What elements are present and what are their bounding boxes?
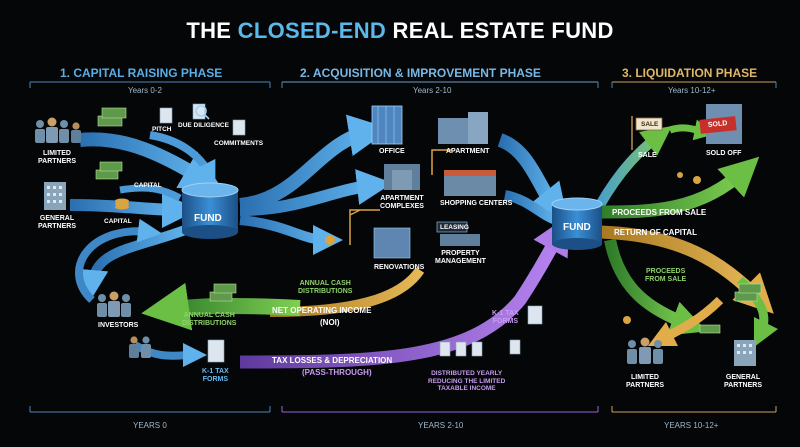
flow-apartment-to-fund2 — [497, 133, 570, 227]
flow-fund-to-investors — [78, 225, 187, 300]
flow-fund-to-office — [239, 114, 391, 212]
office-building-icon — [371, 105, 403, 145]
proceeds-band-label: PROCEEDS FROM SALE — [612, 208, 707, 217]
phase-1-years-bottom: YEARS 0 — [133, 421, 167, 430]
annual-cash-label-left: ANNUAL CASH DISTRIBUTIONS — [182, 312, 237, 327]
noi-abbrev-label: (NOI) — [320, 318, 340, 327]
due-diligence-label: DUE DILIGENCE — [178, 122, 229, 129]
flow-fund2-to-sale — [595, 125, 672, 208]
title-highlight: CLOSED-END — [237, 18, 387, 43]
renovations-label: RENOVATIONS — [374, 264, 425, 271]
phase-1-years-top: Years 0-2 — [128, 86, 162, 95]
title-suffix: REAL ESTATE FUND — [386, 18, 614, 43]
phase-3-years-top: Years 10-12+ — [668, 86, 716, 95]
flow-proceeds-to-lp — [604, 238, 707, 336]
property-management-icon — [436, 221, 480, 246]
document-icon — [159, 103, 543, 363]
magnifier-icon — [195, 105, 210, 120]
tax-losses-label: TAX LOSSES & DEPRECIATION — [272, 356, 393, 365]
flow-to-lp — [647, 296, 724, 347]
sold-off-label: SOLD OFF — [706, 150, 742, 157]
noi-label: NET OPERATING INCOME — [272, 306, 372, 315]
fund-label-right: FUND — [563, 222, 591, 233]
flow-noi-green — [141, 282, 301, 331]
money-stack-icon — [95, 107, 762, 334]
coin-stack-icon — [115, 198, 129, 210]
renovation-building-icon — [373, 227, 411, 259]
leasing-sign-text: LEASING — [440, 224, 469, 231]
flow-proceeds-band — [599, 156, 760, 219]
investors-icon — [97, 291, 151, 358]
handshake-keys-icon — [677, 172, 701, 184]
limited-partners-bottom-label: LIMITED PARTNERS — [626, 374, 664, 389]
limited-partners-label: LIMITED PARTNERS — [38, 150, 76, 165]
title-prefix: THE — [186, 18, 238, 43]
apartment-complexes-label: APARTMENT COMPLEXES — [380, 195, 424, 210]
phase-2-label: 2. ACQUISITION & IMPROVEMENT PHASE — [300, 66, 541, 80]
phase-dividers — [29, 81, 777, 413]
capital-label-1: CAPITAL — [134, 182, 162, 189]
pitch-label: PITCH — [152, 126, 172, 133]
property-management-label: PROPERTY MANAGEMENT — [435, 250, 486, 265]
proceeds-from-sale-label: PROCEEDS FROM SALE — [645, 268, 687, 283]
general-partners-bottom-label: GENERAL PARTNERS — [724, 374, 762, 389]
flow-sale-to-soldoff — [668, 119, 716, 141]
k1-forms-label-right: K-1 TAX FORMS — [492, 310, 519, 325]
annual-cash-label-center: ANNUAL CASH DISTRIBUTIONS — [298, 280, 353, 295]
flow-investors-loop — [75, 218, 162, 303]
limited-partners-bottom-icon — [627, 337, 663, 364]
fund-label-left: FUND — [194, 213, 222, 224]
sale-sign-text: SALE — [641, 121, 659, 128]
general-partners-bottom-icon — [734, 340, 756, 366]
gear-icon — [325, 235, 335, 245]
phase-3-label: 3. LIQUIDATION PHASE — [622, 66, 758, 80]
commitments-label: COMMITMENTS — [214, 140, 264, 147]
flow-tax-losses — [239, 214, 570, 369]
phase-1-label: 1. CAPITAL RAISING PHASE — [60, 66, 223, 80]
flow-fund-to-complexes — [239, 169, 393, 216]
return-of-capital-label: RETURN OF CAPITAL — [614, 228, 697, 237]
fund-cylinder-left — [181, 182, 239, 239]
sale-sign-icon — [631, 116, 663, 150]
phase-3-years-bottom: YEARS 10-12+ — [664, 421, 719, 430]
limited-partners-icon — [35, 117, 81, 143]
flow-pitch-to-fund — [149, 131, 216, 186]
crane-icon — [349, 149, 452, 245]
keys-icon — [623, 316, 631, 324]
apartment-complexes-icon — [384, 164, 420, 190]
shopping-centers-label: SHOPPING CENTERS — [440, 200, 513, 207]
general-partners-label: GENERAL PARTNERS — [38, 215, 76, 230]
investors-label: INVESTORS — [98, 322, 139, 329]
flow-capital-to-fund — [119, 184, 182, 202]
sale-label: SALE — [638, 152, 657, 159]
fund-cylinder-right — [551, 197, 603, 250]
k1-forms-label-left: K-1 TAX FORMS — [202, 368, 229, 383]
general-partners-building-icon — [44, 182, 66, 210]
capital-label-2: CAPITAL — [104, 218, 132, 225]
sold-building-icon — [699, 104, 742, 144]
page-title: THE CLOSED-END REAL ESTATE FUND — [0, 18, 800, 44]
distributed-yearly-label: DISTRIBUTED YEARLY REDUCING THE LIMITED … — [428, 370, 506, 392]
flow-fund-to-renovations — [239, 215, 343, 255]
office-label: OFFICE — [379, 148, 405, 155]
apartment-building-icon — [438, 112, 488, 144]
phase-2-years-bottom: YEARS 2-10 — [418, 421, 464, 430]
flow-lp-to-fund — [79, 132, 224, 191]
apartment-label: APARTMENT — [446, 148, 490, 155]
pass-through-label: (PASS-THROUGH) — [302, 368, 372, 377]
shopping-center-icon — [444, 170, 496, 196]
phase-2-years-top: Years 2-10 — [413, 86, 452, 95]
flow-gp-to-fund — [69, 191, 198, 228]
